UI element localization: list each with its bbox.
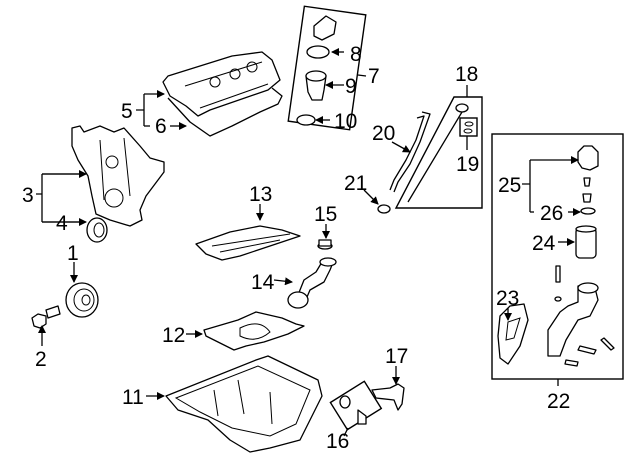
filter-cap-o-ring[interactable] <box>580 207 596 215</box>
callout-2: 2 <box>35 348 47 371</box>
drain-plug[interactable] <box>583 177 591 187</box>
callout-8: 8 <box>350 43 362 66</box>
oil-pan-baffle[interactable] <box>195 225 301 261</box>
dipstick-seal-box <box>459 117 478 137</box>
callout-23: 23 <box>496 287 519 310</box>
pressure-switch-kit-box <box>329 380 383 431</box>
callout-18: 18 <box>455 63 478 86</box>
dipstick-seals[interactable] <box>463 121 474 134</box>
callout-3: 3 <box>22 184 34 207</box>
callout-6: 6 <box>155 115 167 138</box>
oil-filter[interactable] <box>575 225 597 259</box>
oil-filler-tube[interactable] <box>305 70 327 101</box>
callout-1: 1 <box>67 242 79 265</box>
callout-17: 17 <box>385 345 408 368</box>
valve-cover-gasket[interactable] <box>167 87 283 137</box>
dipstick[interactable] <box>407 103 469 203</box>
front-crank-seal[interactable] <box>86 217 108 243</box>
housing-washer[interactable] <box>554 296 562 302</box>
dipstick-tube[interactable] <box>389 111 431 193</box>
dipstick-tube-seal[interactable] <box>377 204 391 214</box>
housing-bolts[interactable] <box>564 337 615 367</box>
valve-cover[interactable] <box>162 51 281 117</box>
housing-stud[interactable] <box>555 265 561 283</box>
oil-level-sensor-seal[interactable] <box>317 239 333 250</box>
callout-9: 9 <box>345 75 357 98</box>
callout-14: 14 <box>251 271 275 294</box>
callout-5: 5 <box>121 100 133 123</box>
callout-22: 22 <box>547 390 570 413</box>
callout-24: 24 <box>532 232 556 255</box>
crankshaft-pulley[interactable] <box>65 282 99 318</box>
dipstick-box <box>394 96 483 209</box>
callout-15: 15 <box>314 203 337 226</box>
oil-pickup-tube[interactable] <box>287 257 337 309</box>
filler-cap-seal[interactable] <box>306 45 330 59</box>
pulley-bolt[interactable] <box>31 305 61 329</box>
oil-filler-cap[interactable] <box>313 15 337 41</box>
oil-pan-gasket[interactable] <box>203 311 305 351</box>
filler-tube-seal[interactable] <box>296 114 316 126</box>
housing-gasket[interactable] <box>497 303 529 365</box>
pressure-switch-kit[interactable] <box>339 395 367 425</box>
callout-25: 25 <box>498 174 521 197</box>
callout-12: 12 <box>162 324 185 347</box>
oil-filler-kit-box <box>287 5 367 131</box>
callout-7: 7 <box>368 65 380 88</box>
callout-19: 19 <box>456 153 479 176</box>
callout-20: 20 <box>372 122 395 145</box>
timing-cover[interactable] <box>71 125 165 227</box>
drain-valve[interactable] <box>582 193 592 203</box>
leader-lines <box>36 48 580 437</box>
callout-4: 4 <box>56 212 68 235</box>
oil-filter-cap[interactable] <box>577 145 599 171</box>
callout-26: 26 <box>540 202 563 225</box>
callout-13: 13 <box>249 183 272 206</box>
callout-11: 11 <box>122 386 144 409</box>
callout-10: 10 <box>334 110 357 133</box>
oil-pressure-sensor[interactable] <box>371 383 405 411</box>
callout-21: 21 <box>344 172 367 195</box>
oil-filter-housing[interactable] <box>547 282 599 357</box>
oil-pan[interactable] <box>165 355 323 453</box>
callout-16: 16 <box>326 430 349 453</box>
